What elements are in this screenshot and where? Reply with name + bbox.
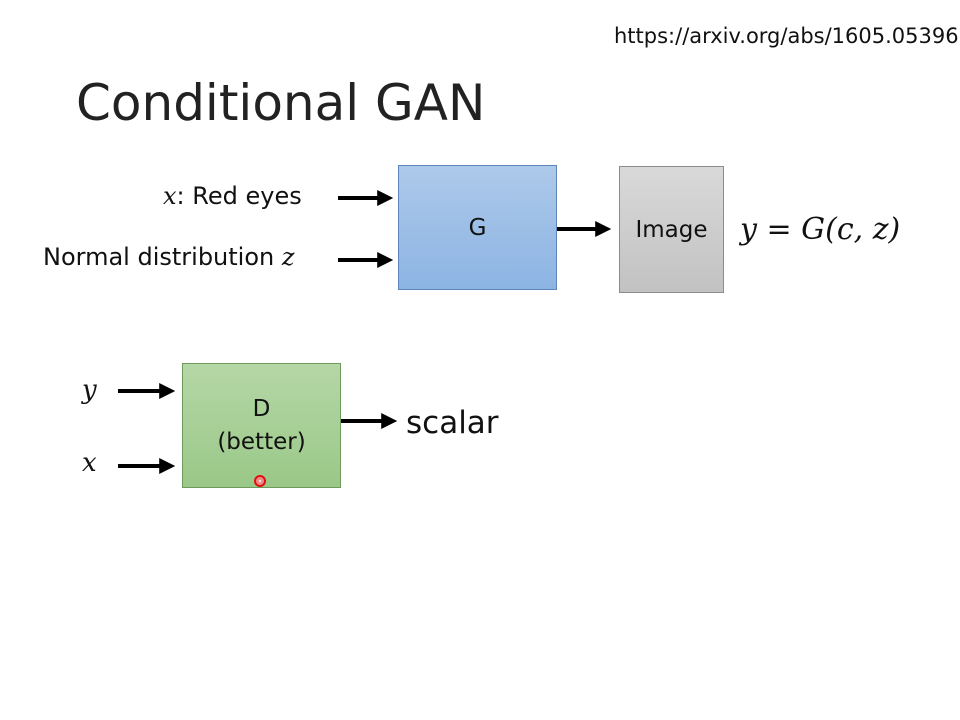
generator-label: G [468, 214, 487, 241]
slide-title: Conditional GAN [76, 74, 486, 132]
generator-equation: y = G(c, z) [740, 212, 901, 247]
discriminator-box: D (better) [182, 363, 341, 488]
noise-variable: z [281, 243, 295, 271]
condition-input-label: x: Red eyes [163, 182, 302, 210]
condition-text: : Red eyes [176, 182, 302, 210]
discriminator-output-label: scalar [406, 405, 499, 441]
image-label: Image [635, 216, 708, 243]
image-box: Image [619, 166, 724, 293]
discriminator-label-line2: (better) [217, 428, 306, 455]
condition-variable: x [163, 182, 177, 210]
discriminator-label-line1: D [252, 396, 271, 423]
discriminator-input-x: x [82, 448, 97, 478]
noise-text: Normal distribution [43, 243, 282, 271]
source-url: https://arxiv.org/abs/1605.05396 [614, 24, 959, 48]
generator-box: G [398, 165, 557, 290]
discriminator-input-y: y [82, 375, 97, 405]
noise-input-label: Normal distribution z [43, 243, 295, 271]
laser-pointer-dot [254, 475, 266, 487]
